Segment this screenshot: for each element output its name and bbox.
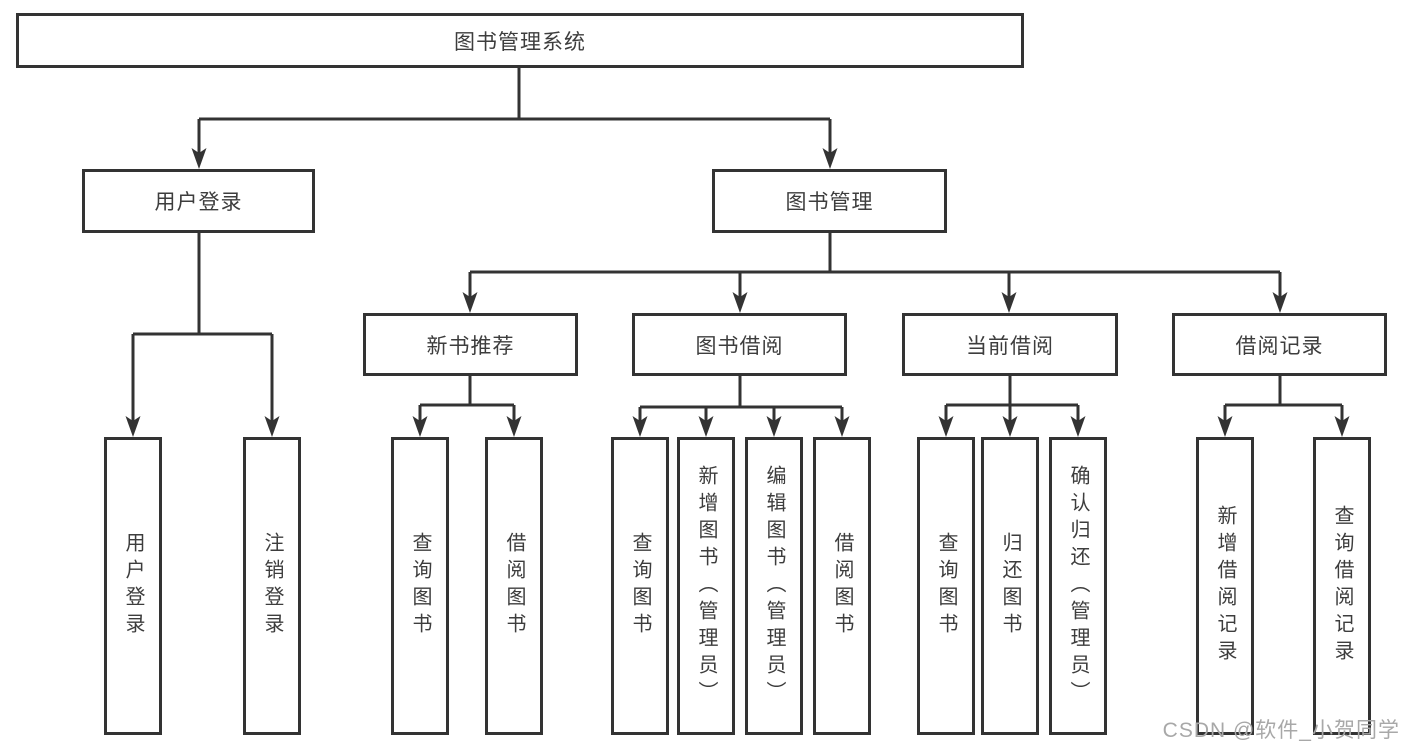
node-new-book-recommendation: 新书推荐 [363,313,578,376]
node-leaf-query-borrow-record: 查询借阅记录 [1313,437,1371,735]
node-label: 新增图书（管理员） [695,464,717,708]
node-label: 查询图书 [629,532,651,640]
node-current-borrowing: 当前借阅 [902,313,1118,376]
node-leaf-user-login: 用户登录 [104,437,162,735]
node-label: 查询图书 [409,532,431,640]
node-label: 当前借阅 [966,334,1054,358]
node-label: 查询借阅记录 [1331,505,1353,667]
node-label: 借阅图书 [831,532,853,640]
node-leaf-confirm-return-admin: 确认归还（管理员） [1049,437,1107,735]
node-leaf-add-borrow-record: 新增借阅记录 [1196,437,1254,735]
node-leaf-edit-book-admin: 编辑图书（管理员） [745,437,803,735]
node-leaf-query-books-borrowing: 查询图书 [611,437,669,735]
node-label: 图书管理系统 [454,30,586,54]
node-user-login: 用户登录 [82,169,315,233]
node-label: 用户登录 [122,532,144,640]
node-label: 图书借阅 [695,334,784,358]
node-label: 注销登录 [261,532,283,640]
node-book-borrowing: 图书借阅 [632,313,847,376]
node-leaf-add-book-admin: 新增图书（管理员） [677,437,735,735]
node-label: 编辑图书（管理员） [763,464,785,708]
connector-paths [131,68,1344,424]
node-leaf-logout: 注销登录 [243,437,301,735]
node-library-management-system: 图书管理系统 [16,13,1024,68]
node-book-management: 图书管理 [712,169,947,233]
node-label: 借阅图书 [503,532,525,640]
node-label: 图书管理 [785,191,874,214]
node-leaf-query-books-recommend: 查询图书 [391,437,449,735]
node-label: 查询图书 [935,532,957,640]
node-label: 新书推荐 [426,334,515,358]
node-leaf-return-books: 归还图书 [981,437,1039,735]
node-leaf-query-books-current: 查询图书 [917,437,975,735]
node-label: 确认归还（管理员） [1067,464,1089,708]
node-label: 新增借阅记录 [1214,505,1236,667]
node-label: 用户登录 [154,191,243,214]
node-label: 借阅记录 [1235,334,1324,358]
node-leaf-borrow-books-recommend: 借阅图书 [485,437,543,735]
node-borrowing-records: 借阅记录 [1172,313,1387,376]
node-label: 归还图书 [999,532,1021,640]
watermark-text: CSDN @软件_小贺同学 [1162,719,1400,742]
node-leaf-borrow-books-borrowing: 借阅图书 [813,437,871,735]
